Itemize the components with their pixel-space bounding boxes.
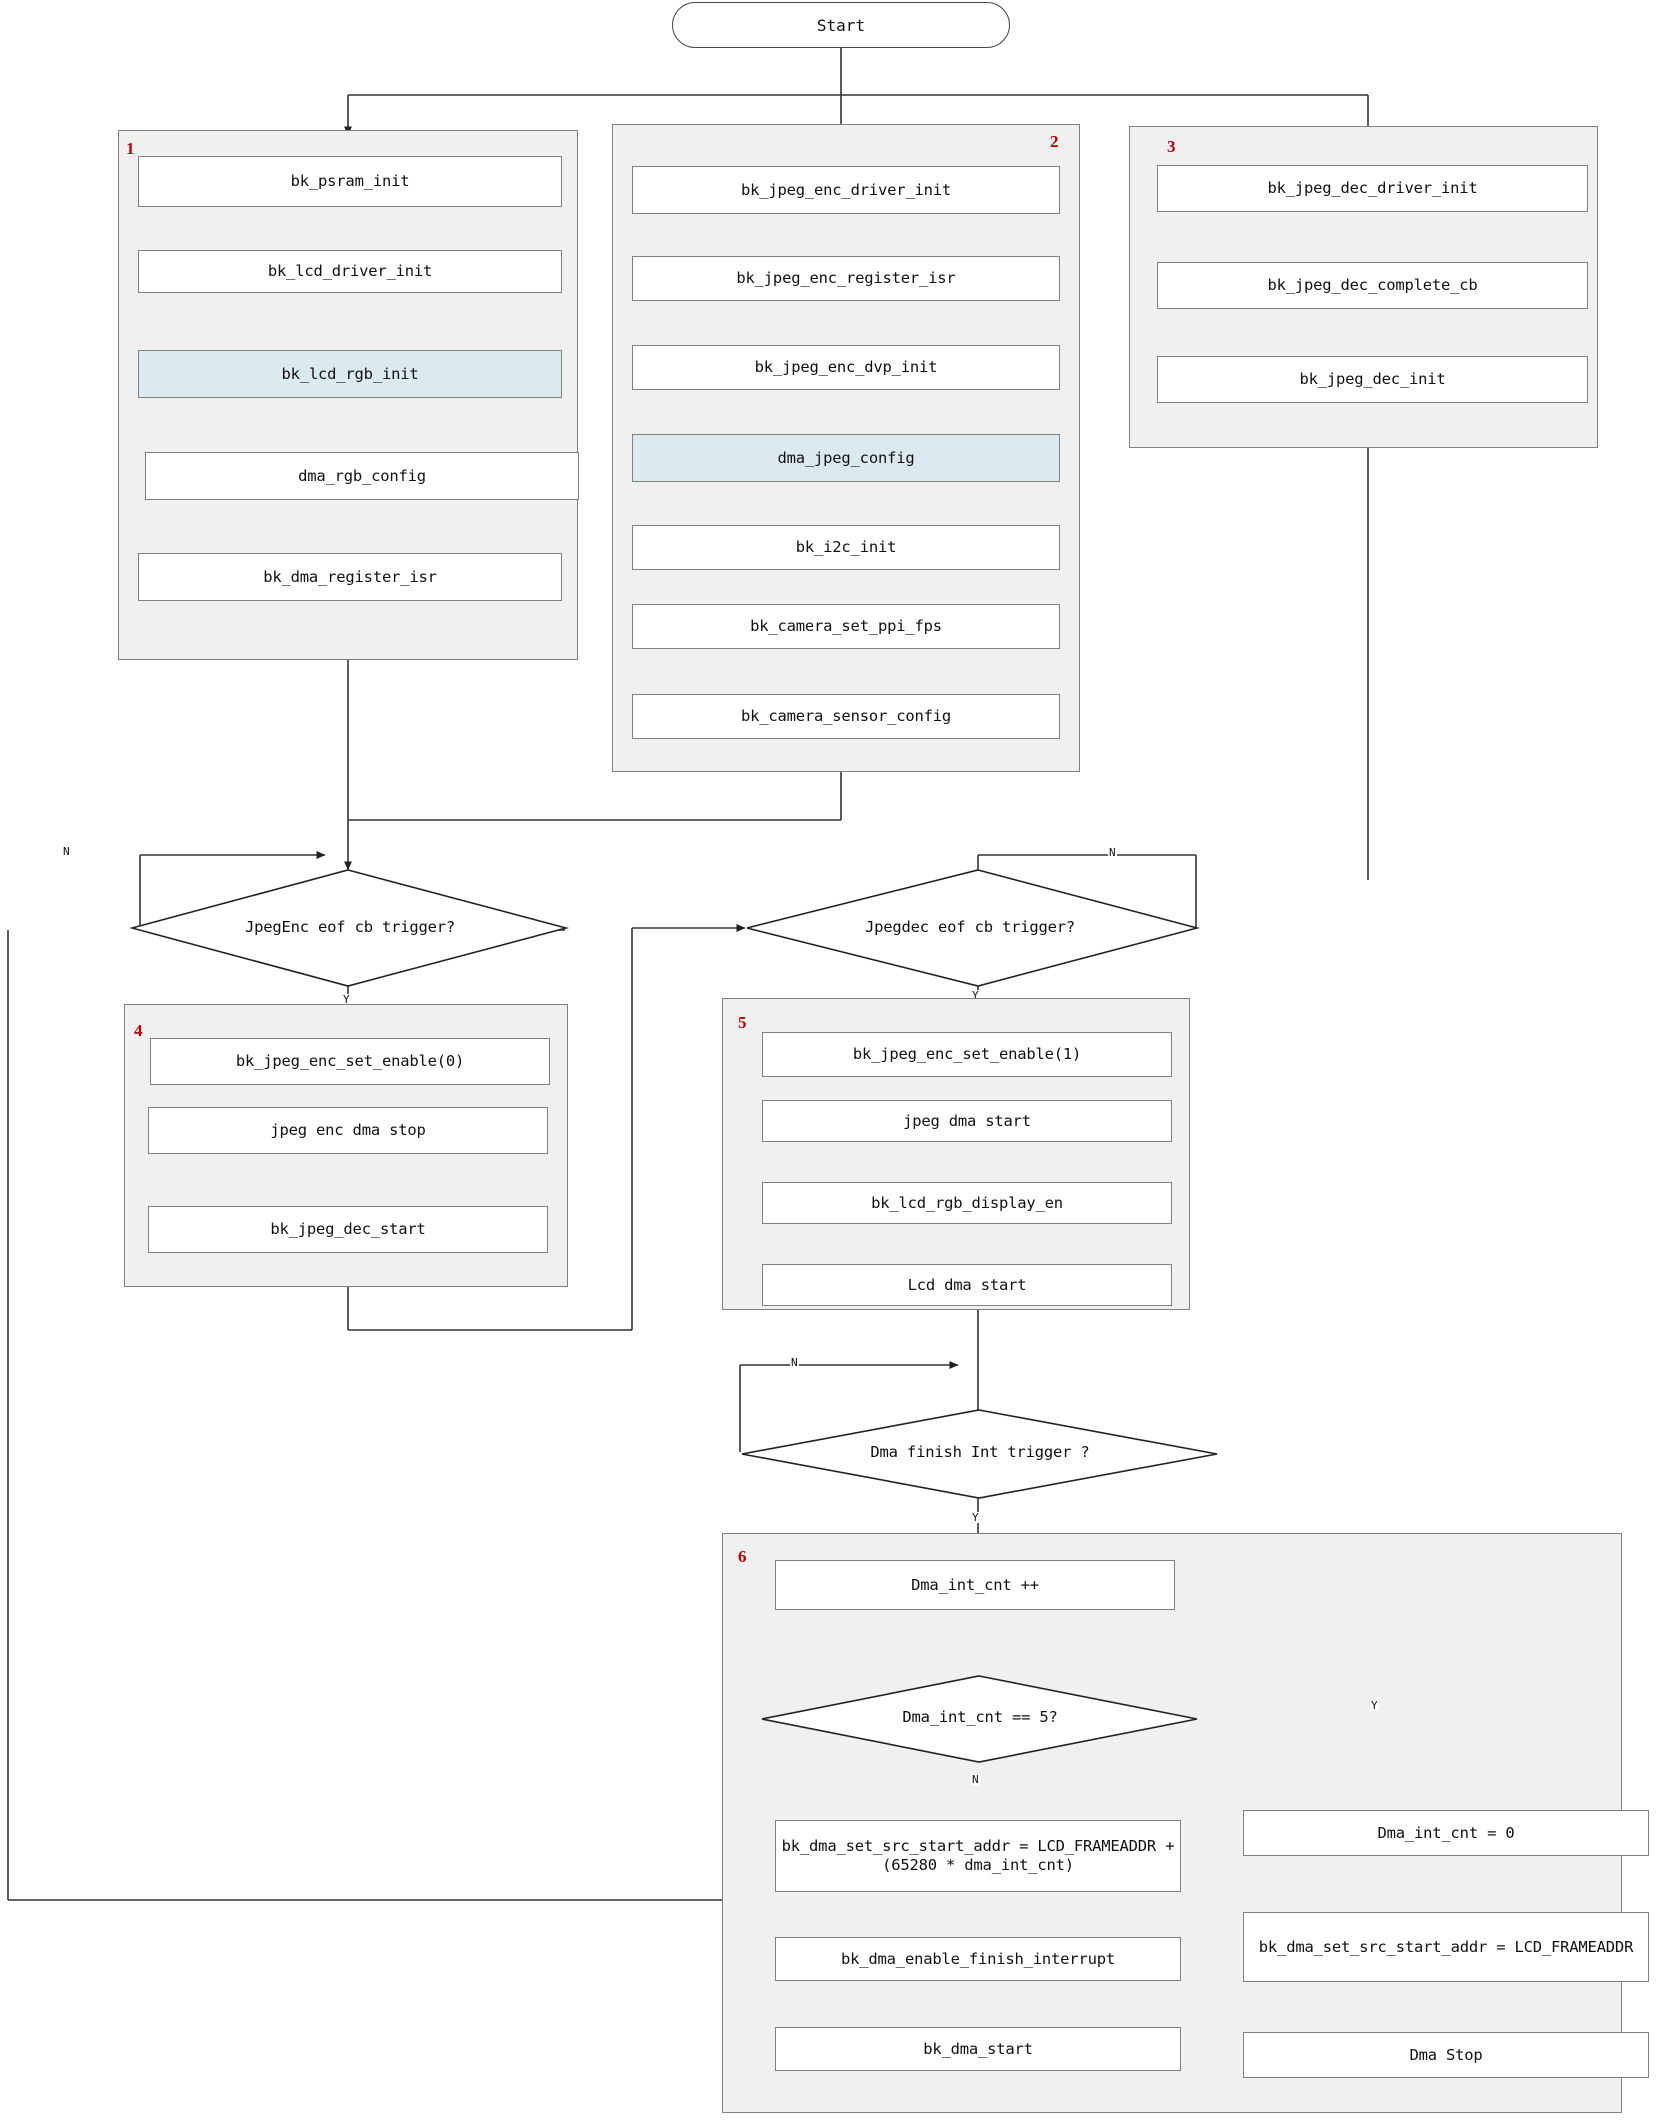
node-jpeg-dma-start[interactable]: jpeg dma start bbox=[762, 1100, 1172, 1142]
node-bk-lcd-rgb-display-en[interactable]: bk_lcd_rgb_display_en bbox=[762, 1182, 1172, 1224]
node-bk-jpeg-dec-complete-cb[interactable]: bk_jpeg_dec_complete_cb bbox=[1157, 262, 1588, 309]
node-bk-lcd-driver-init[interactable]: bk_lcd_driver_init bbox=[138, 250, 562, 293]
edge-label-d1-yes: Y bbox=[342, 993, 351, 1006]
edge-label-d1-no: N bbox=[62, 845, 71, 858]
group-2-number: 2 bbox=[1050, 132, 1059, 151]
node-bk-camera-sensor-config[interactable]: bk_camera_sensor_config bbox=[632, 694, 1060, 739]
node-dma-int-cnt-inc[interactable]: Dma_int_cnt ++ bbox=[775, 1560, 1175, 1610]
node-bk-jpeg-enc-set-enable-1[interactable]: bk_jpeg_enc_set_enable(1) bbox=[762, 1032, 1172, 1077]
group-5-number: 5 bbox=[738, 1013, 747, 1032]
node-bk-i2c-init[interactable]: bk_i2c_init bbox=[632, 525, 1060, 570]
node-dma-stop[interactable]: Dma Stop bbox=[1243, 2032, 1649, 2078]
edge-label-d2-no: N bbox=[1108, 846, 1117, 859]
node-jpeg-enc-dma-stop[interactable]: jpeg enc dma stop bbox=[148, 1107, 548, 1154]
node-bk-jpeg-enc-register-isr[interactable]: bk_jpeg_enc_register_isr bbox=[632, 256, 1060, 301]
start-terminator: Start bbox=[672, 2, 1010, 48]
node-bk-dma-set-src-start-addr-base[interactable]: bk_dma_set_src_start_addr = LCD_FRAMEADD… bbox=[1243, 1912, 1649, 1982]
edge-label-d3-no: N bbox=[790, 1356, 799, 1369]
group-3-number: 3 bbox=[1167, 137, 1176, 156]
node-bk-dma-set-src-start-addr-offset[interactable]: bk_dma_set_src_start_addr = LCD_FRAMEADD… bbox=[775, 1820, 1181, 1892]
node-bk-camera-set-ppi-fps[interactable]: bk_camera_set_ppi_fps bbox=[632, 604, 1060, 649]
node-bk-dma-enable-finish-interrupt[interactable]: bk_dma_enable_finish_interrupt bbox=[775, 1937, 1181, 1981]
decision-jpegenc-eof-shape[interactable] bbox=[130, 868, 570, 988]
decision-jpegdec-eof-shape[interactable] bbox=[745, 868, 1200, 988]
node-dma-jpeg-config[interactable]: dma_jpeg_config bbox=[632, 434, 1060, 482]
group-4-number: 4 bbox=[134, 1021, 143, 1040]
node-lcd-dma-start[interactable]: Lcd dma start bbox=[762, 1264, 1172, 1306]
decision-dma-int-cnt-eq-5-shape[interactable] bbox=[760, 1674, 1200, 1764]
edge-label-d4-yes: Y bbox=[1370, 1699, 1379, 1712]
node-bk-jpeg-dec-start[interactable]: bk_jpeg_dec_start bbox=[148, 1206, 548, 1253]
group-1-number: 1 bbox=[126, 139, 135, 158]
node-dma-int-cnt-reset[interactable]: Dma_int_cnt = 0 bbox=[1243, 1810, 1649, 1856]
node-bk-dma-start[interactable]: bk_dma_start bbox=[775, 2027, 1181, 2071]
decision-dma-finish-int-shape[interactable] bbox=[740, 1408, 1220, 1500]
edge-label-d2-yes: Y bbox=[971, 989, 980, 1002]
edge-label-d4-no: N bbox=[971, 1773, 980, 1786]
node-bk-lcd-rgb-init[interactable]: bk_lcd_rgb_init bbox=[138, 350, 562, 398]
group-6-number: 6 bbox=[738, 1547, 747, 1566]
node-bk-dma-register-isr[interactable]: bk_dma_register_isr bbox=[138, 553, 562, 601]
edge-label-d3-yes: Y bbox=[971, 1511, 980, 1524]
node-bk-jpeg-enc-set-enable-0[interactable]: bk_jpeg_enc_set_enable(0) bbox=[150, 1038, 550, 1085]
node-bk-psram-init[interactable]: bk_psram_init bbox=[138, 156, 562, 207]
node-bk-jpeg-dec-init[interactable]: bk_jpeg_dec_init bbox=[1157, 356, 1588, 403]
node-bk-jpeg-dec-driver-init[interactable]: bk_jpeg_dec_driver_init bbox=[1157, 165, 1588, 212]
node-bk-jpeg-enc-dvp-init[interactable]: bk_jpeg_enc_dvp_init bbox=[632, 345, 1060, 390]
node-bk-jpeg-enc-driver-init[interactable]: bk_jpeg_enc_driver_init bbox=[632, 166, 1060, 214]
node-dma-rgb-config[interactable]: dma_rgb_config bbox=[145, 452, 579, 500]
